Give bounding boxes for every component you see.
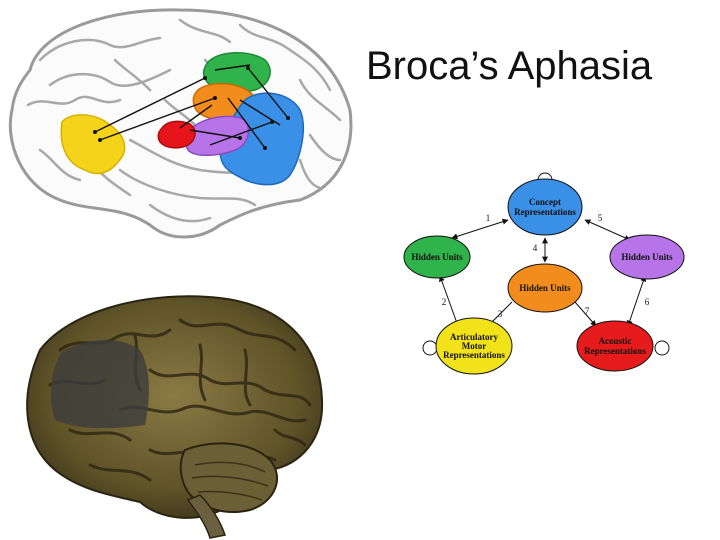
edge-7 (574, 301, 597, 327)
node-articulatory: Articulatory Motor Representations (435, 317, 513, 375)
node-hidden-right-label: Hidden Units (621, 252, 673, 262)
edge-label-6: 6 (645, 297, 650, 307)
node-hidden-right: Hidden Units (609, 234, 685, 280)
edge-label-1: 1 (486, 213, 491, 223)
network-edges (439, 218, 647, 327)
edge-5 (584, 219, 631, 241)
edge-label-5: 5 (598, 213, 603, 223)
edge-6 (626, 275, 647, 327)
slide-title: Broca’s Aphasia (366, 44, 653, 88)
edge-label-3: 3 (498, 309, 503, 319)
connection-endpoints (93, 66, 290, 150)
node-hidden-left: Hidden Units (403, 235, 471, 279)
node-articulatory-label-line3: Representations (443, 350, 505, 360)
node-concept: Concept Representations (507, 178, 583, 236)
node-hidden-left-label: Hidden Units (411, 252, 463, 262)
node-hidden-center-label: Hidden Units (519, 283, 571, 293)
edge-label-4: 4 (533, 243, 538, 253)
acoustic-self-loop (654, 340, 670, 356)
red-region (157, 120, 196, 149)
brain-photo-cerebellum (179, 442, 279, 513)
node-acoustic-label-line1: Acoustic (599, 336, 632, 346)
brain-photo-brainstem (186, 494, 226, 539)
node-concept-label-line2: Representations (514, 207, 576, 217)
brain-regions-diagram (8, 8, 353, 239)
node-concept-label-line1: Concept (529, 197, 561, 207)
node-articulatory-label-line1: Articulatory (450, 332, 498, 342)
node-articulatory-label-line2: Motor (462, 341, 487, 351)
edge-label-2: 2 (442, 297, 447, 307)
node-acoustic-label-line2: Representations (584, 346, 646, 356)
articulatory-self-loop (422, 340, 438, 356)
yellow-region (60, 114, 126, 175)
brain-photo-illustration (26, 295, 324, 539)
brain-photo-frontal-lesion (50, 340, 149, 429)
region-connections (94, 64, 289, 149)
edge-label-7: 7 (585, 306, 590, 316)
edge-1 (451, 218, 509, 240)
node-hidden-center: Hidden Units (507, 263, 583, 313)
node-acoustic: Acoustic Representations (576, 320, 654, 372)
edge-2 (439, 275, 459, 327)
